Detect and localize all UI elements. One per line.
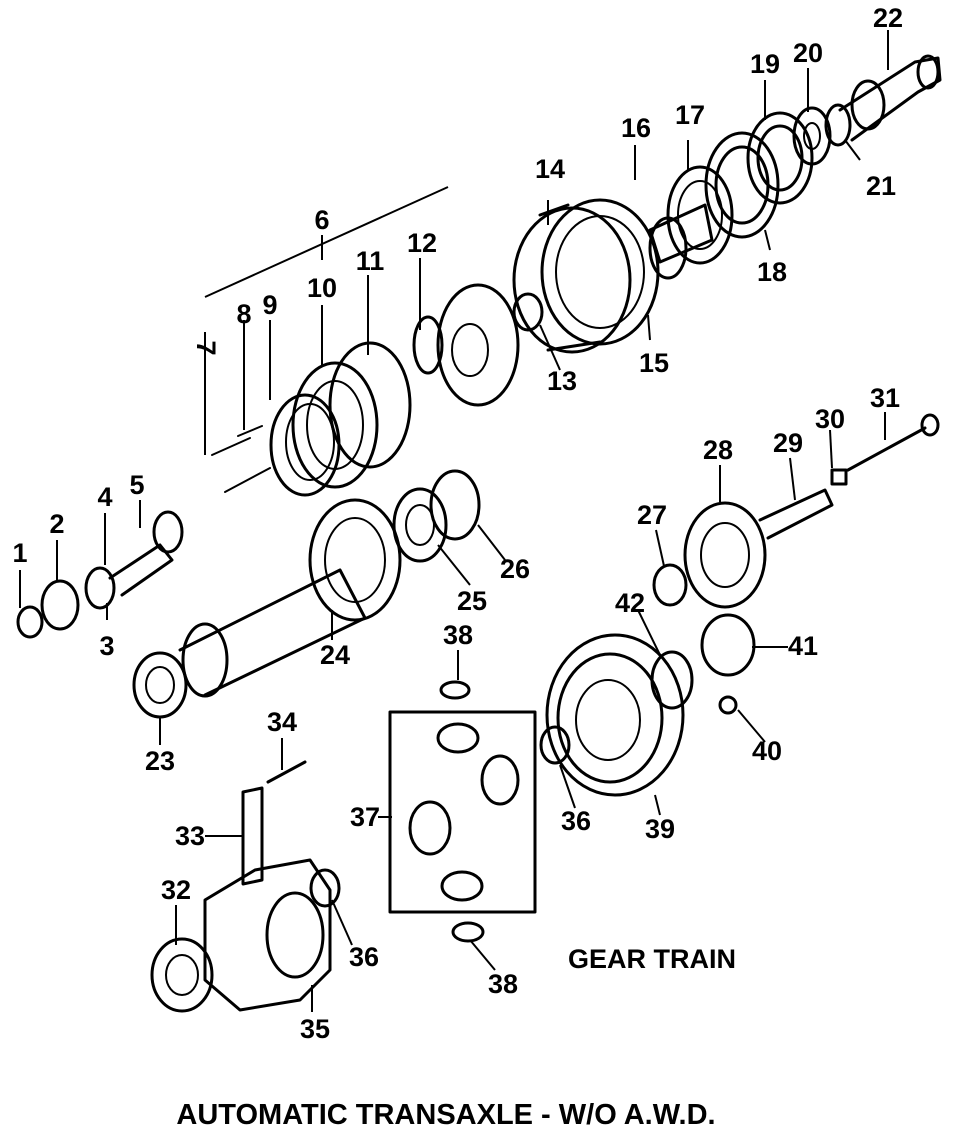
callout-38-bottom: 38 <box>488 969 518 999</box>
part-37-pinion-set <box>388 710 537 914</box>
callout-42: 42 <box>615 588 645 618</box>
part-19-gear <box>746 111 814 205</box>
callout-18: 18 <box>757 257 787 287</box>
part-10-11-ring-gear <box>291 341 412 489</box>
part-18-gear <box>704 131 780 239</box>
part-35-case <box>203 858 332 1012</box>
callout-leaders <box>19 30 889 1012</box>
part-12-carrier <box>412 283 520 407</box>
part-23-bearing <box>132 651 188 719</box>
callout-2: 2 <box>49 509 64 539</box>
part-21-washer <box>824 103 852 147</box>
callout-11: 11 <box>356 246 385 276</box>
part-25-bearing <box>392 487 448 563</box>
part-14-15-clutch-drum <box>512 198 660 354</box>
part-13-snap-ring <box>512 292 544 332</box>
callout-7: 7 <box>191 340 221 355</box>
callout-labels: 1 2 3 4 5 6 7 8 9 10 11 12 13 14 15 16 1… <box>12 3 903 1044</box>
callout-15: 15 <box>639 348 669 378</box>
part-1-seal <box>16 605 44 639</box>
part-31-bolt <box>846 413 940 472</box>
callout-30: 30 <box>815 404 845 434</box>
part-40-bolt <box>718 695 738 715</box>
callout-26: 26 <box>500 554 530 584</box>
callout-35: 35 <box>300 1014 330 1044</box>
callout-5: 5 <box>129 470 144 500</box>
callout-13: 13 <box>547 366 577 396</box>
callout-9: 9 <box>262 290 277 320</box>
callout-37: 37 <box>350 802 380 832</box>
callout-17: 17 <box>675 100 705 130</box>
part-34-pin <box>266 760 307 784</box>
callout-23: 23 <box>145 746 175 776</box>
part-22-output-shaft <box>838 54 942 142</box>
callout-21: 21 <box>866 171 896 201</box>
part-36-washer-left <box>309 868 341 908</box>
callout-33: 33 <box>175 821 205 851</box>
part-38-washer-bottom <box>451 921 485 943</box>
callout-1: 1 <box>12 538 27 568</box>
part-7-8-pins <box>211 425 263 456</box>
part-30-lock <box>830 468 848 486</box>
callout-22: 22 <box>873 3 903 33</box>
part-2-gear <box>40 579 80 631</box>
part-42-gear <box>650 650 694 710</box>
part-39-ring-gear <box>545 633 685 797</box>
part-41-snap-ring <box>700 613 756 677</box>
callout-40: 40 <box>752 736 782 766</box>
callout-3: 3 <box>99 631 114 661</box>
part-32-bearing <box>150 937 214 1013</box>
callout-16: 16 <box>621 113 651 143</box>
part-29-shaft <box>758 488 834 540</box>
part-36-washer-right <box>539 725 571 765</box>
part-17-ring <box>666 165 734 265</box>
callout-41: 41 <box>788 631 818 661</box>
callout-12: 12 <box>407 228 437 258</box>
callout-10: 10 <box>307 273 337 303</box>
callout-24: 24 <box>320 640 350 670</box>
callout-36-left: 36 <box>349 942 379 972</box>
callout-29: 29 <box>773 428 803 458</box>
callout-19: 19 <box>750 49 780 79</box>
part-5-shaft <box>108 510 184 597</box>
callout-6: 6 <box>314 205 329 235</box>
callout-32: 32 <box>161 875 191 905</box>
callout-31: 31 <box>870 383 900 413</box>
section-label: GEAR TRAIN <box>568 944 736 974</box>
callout-20: 20 <box>793 38 823 68</box>
part-9-snap-ring <box>269 393 341 497</box>
callout-39: 39 <box>645 814 675 844</box>
diagram-title: AUTOMATIC TRANSAXLE - W/O A.W.D. <box>176 1099 715 1131</box>
part-26-shim <box>429 469 481 541</box>
callout-27: 27 <box>637 500 667 530</box>
callout-4: 4 <box>97 482 112 512</box>
part-3-4-bearing <box>84 566 116 610</box>
part-27-washer <box>652 563 688 607</box>
callout-28: 28 <box>703 435 733 465</box>
part-24-shaft-gear <box>178 498 402 698</box>
callout-36-right: 36 <box>561 806 591 836</box>
part-38-washer-top <box>439 680 471 700</box>
callout-34: 34 <box>267 707 297 737</box>
callout-25: 25 <box>457 586 487 616</box>
callout-14: 14 <box>535 154 565 184</box>
callout-38-top: 38 <box>443 620 473 650</box>
part-33-shaft <box>241 786 264 886</box>
part-28-gear <box>683 501 767 609</box>
part-6-axis-line <box>224 467 271 493</box>
callout-8: 8 <box>236 299 251 329</box>
